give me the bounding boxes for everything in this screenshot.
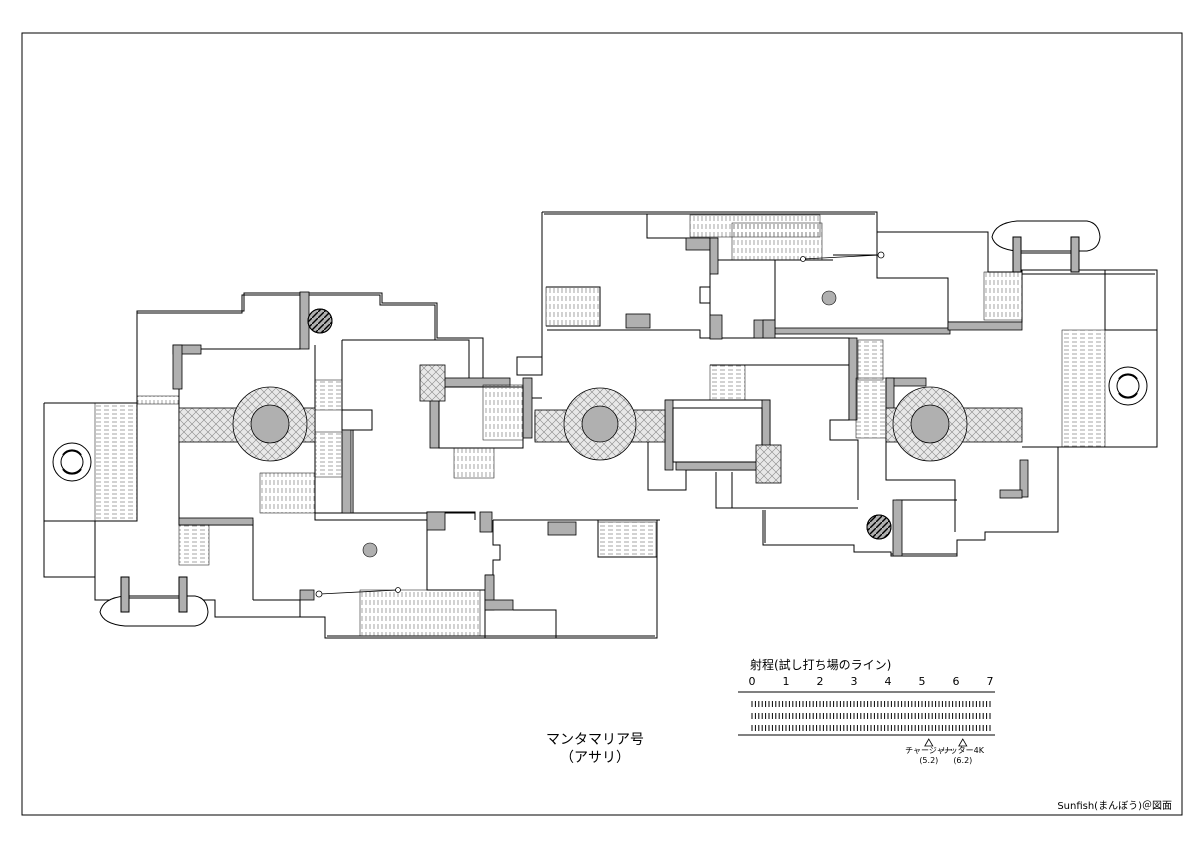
range-tick-1: 1	[782, 675, 790, 688]
right-zipline	[800, 251, 885, 262]
range-tick-5: 5	[918, 675, 926, 688]
range-tick-0: 0	[748, 675, 756, 688]
right-boat-icon	[991, 220, 1101, 273]
range-tick-7: 7	[986, 675, 994, 688]
range-scale	[738, 691, 995, 747]
range-tick-4: 4	[884, 675, 892, 688]
drawing-frame	[21, 32, 1183, 816]
credit-text: Sunfish(まんぼう)＠図面	[1057, 801, 1172, 812]
range-tick-3: 3	[850, 675, 858, 688]
weapon-range-liter: (6.2)	[953, 756, 973, 765]
right-small-circle	[821, 290, 837, 306]
range-title: 射程(試し打ち場のライン)	[750, 658, 892, 672]
weapon-name-charger: チャージャー	[905, 746, 953, 755]
left-boat-icon	[99, 576, 209, 627]
range-tick-2: 2	[816, 675, 824, 688]
weapon-label-charger: チャージャー (5.2)	[904, 746, 954, 766]
right-spawn-icon	[1108, 366, 1148, 406]
left-lattice	[178, 364, 446, 462]
center-inner-box	[672, 407, 763, 463]
left-spawn-icon	[52, 442, 92, 482]
weapon-name-liter: リッター4K	[941, 746, 984, 755]
right-stairs	[731, 222, 1106, 448]
right-lattice	[885, 386, 1023, 462]
left-tower-icon	[307, 308, 333, 334]
right-walls	[762, 319, 1029, 557]
weapon-range-marker	[924, 738, 934, 747]
left-walls	[172, 291, 577, 611]
right-tower-icon	[866, 514, 892, 540]
range-tick-6: 6	[952, 675, 960, 688]
center-lattice	[534, 387, 782, 484]
map-subtitle: （アサリ）	[560, 750, 630, 766]
weapon-range-charger: (5.2)	[919, 756, 939, 765]
left-zipline	[315, 587, 401, 598]
weapon-label-liter: リッター4K (6.2)	[938, 746, 988, 766]
left-small-circle	[362, 542, 378, 558]
weapon-range-marker	[958, 738, 968, 747]
map-title: マンタマリア号	[546, 732, 644, 748]
left-stairs	[94, 379, 657, 637]
